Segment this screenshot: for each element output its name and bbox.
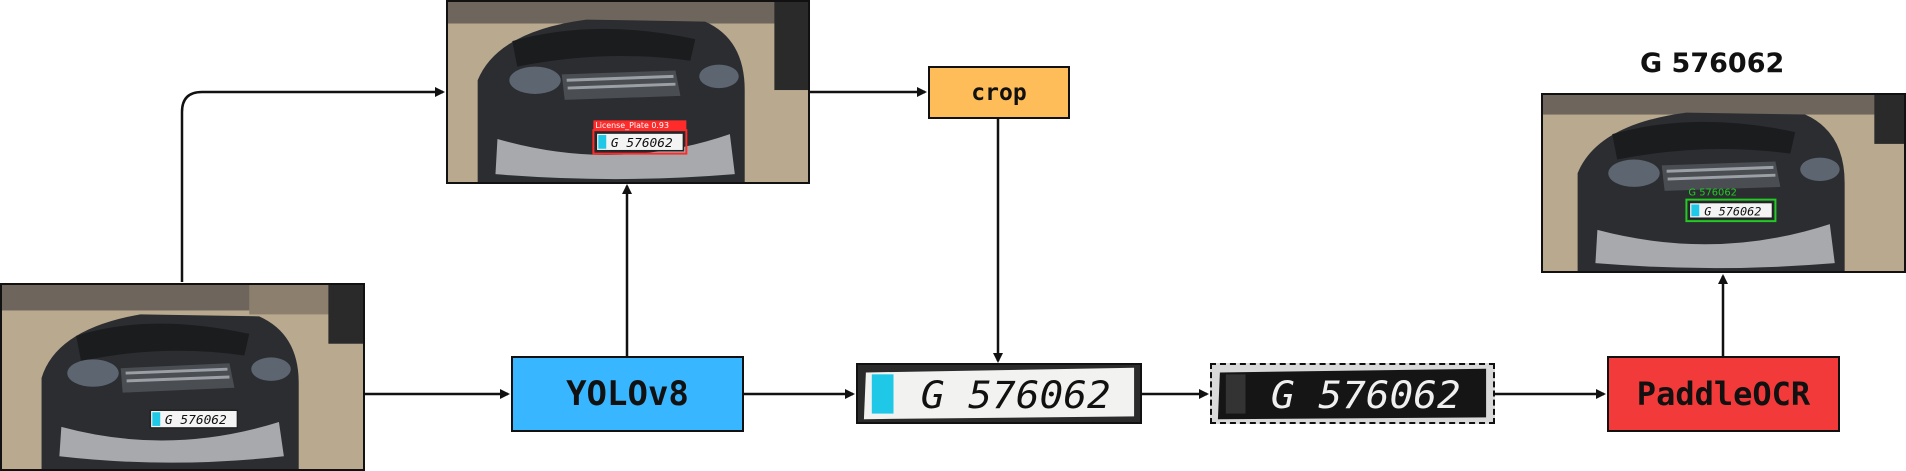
input-image: G 576062 — [0, 283, 365, 471]
input-plate-text: G 576062 — [165, 413, 227, 428]
cropped-plate-text: G 576062 — [921, 374, 1111, 418]
ocr-label: PaddleOCR — [1636, 375, 1811, 413]
crop-label: crop — [971, 79, 1027, 106]
cropped-plate: G 576062 — [856, 363, 1142, 424]
yolo-node: YOLOv8 — [511, 356, 744, 432]
ocr-overlay-text: G 576062 — [1688, 188, 1737, 199]
detection-label: License_Plate 0.93 — [595, 121, 669, 130]
preprocessed-plate: G 576062 — [1210, 363, 1495, 424]
detection-plate-text: G 576062 — [611, 136, 673, 151]
output-image: G 576062 G 576062 — [1541, 93, 1906, 273]
yolo-label: YOLOv8 — [566, 374, 689, 414]
ocr-bounding-box — [1685, 198, 1777, 223]
crop-node: crop — [928, 66, 1070, 119]
arrow-input-to-detection — [180, 87, 445, 282]
result-text: G 576062 — [1640, 48, 1785, 79]
output-plate-text: G 576062 — [1704, 204, 1761, 218]
preprocessed-plate-text: G 576062 — [1271, 374, 1461, 418]
ocr-node: PaddleOCR — [1607, 356, 1840, 432]
detection-image: G 576062 License_Plate 0.93 — [446, 0, 810, 184]
